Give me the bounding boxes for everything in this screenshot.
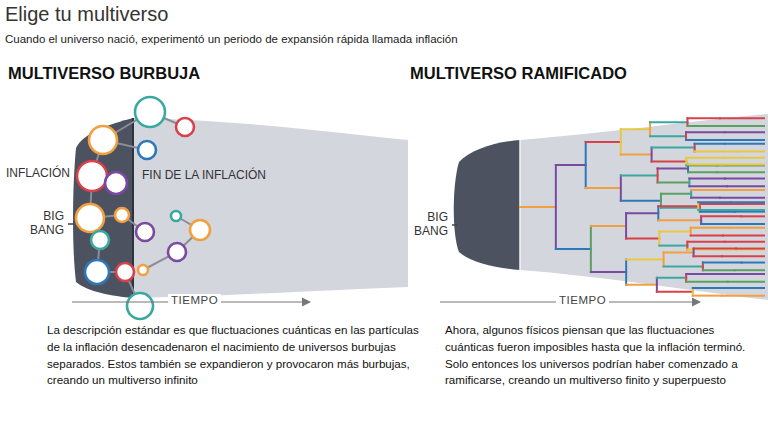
diagram-title: Elige tu multiverso <box>5 2 168 26</box>
expansion-band <box>133 118 408 298</box>
origin-label: BIG BANG <box>24 210 64 238</box>
inflation-region <box>454 140 520 270</box>
axis-label: TIEMPO <box>556 294 609 308</box>
bubbles <box>76 97 210 319</box>
phase-label: INFLACIÓN <box>6 166 70 180</box>
description-text: Ahora, algunos físicos piensan que las f… <box>445 322 763 389</box>
origin-label: BIG BANG <box>408 211 448 239</box>
description-text: La descripción estándar es que fluctuaci… <box>47 322 419 389</box>
phase-label: FIN DE LA INFLACIÓN <box>140 168 268 182</box>
bigbang-tick <box>68 223 74 225</box>
axis-label: TIEMPO <box>168 294 221 308</box>
panel-heading: MULTIVERSO BURBUJA <box>8 64 200 84</box>
expansion-band <box>520 114 768 300</box>
bigbang-tick <box>452 224 457 226</box>
branch-lines <box>520 118 764 295</box>
panel-heading: MULTIVERSO RAMIFICADO <box>410 64 627 84</box>
inflation-end-line <box>519 140 521 270</box>
diagram-subtitle: Cuando el universo nació, experimentó un… <box>5 33 705 47</box>
